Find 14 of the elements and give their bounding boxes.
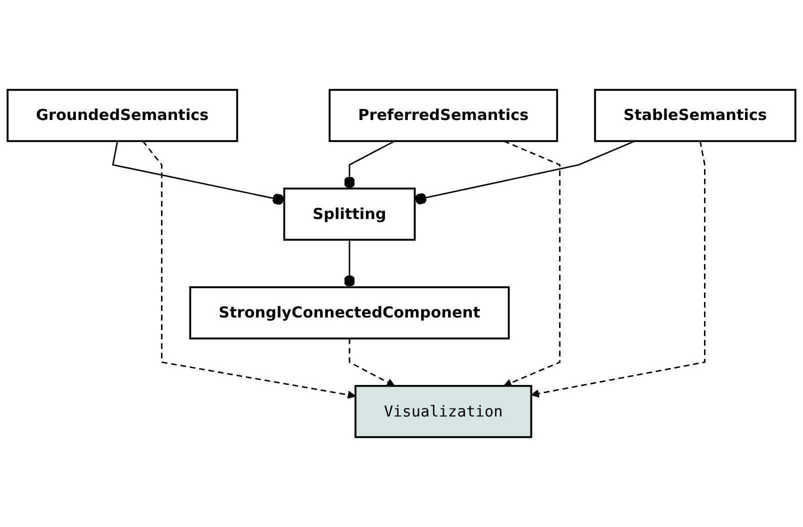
- node-box: Visualization: [354, 384, 532, 438]
- node-box: StronglyConnectedComponent: [189, 286, 510, 340]
- connector: [112, 140, 284, 205]
- connector: [414, 140, 636, 205]
- connector: [344, 240, 356, 288]
- arrow: [348, 338, 395, 386]
- arrow: [530, 140, 706, 398]
- node-box: Splitting: [283, 188, 416, 241]
- node-box: StableSemantics: [594, 88, 796, 142]
- arrow: [142, 140, 356, 399]
- arrow: [503, 140, 561, 387]
- node-box: GroundedSemantics: [6, 88, 238, 142]
- node-box: PreferredSemantics: [328, 88, 558, 142]
- connector: [344, 140, 395, 189]
